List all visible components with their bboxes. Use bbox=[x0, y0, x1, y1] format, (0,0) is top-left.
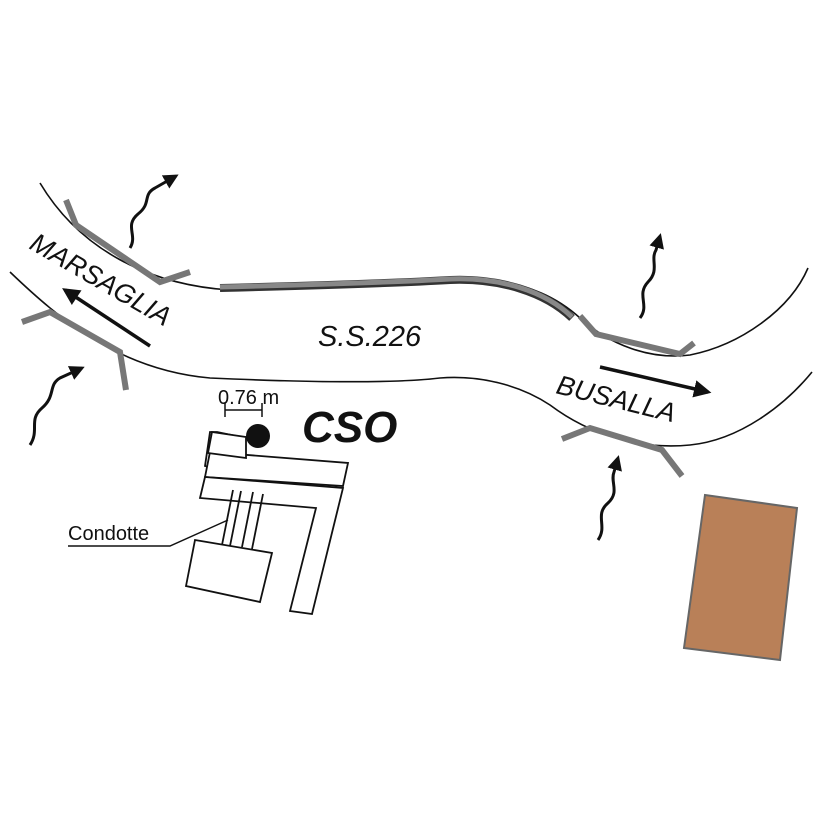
building-l-block bbox=[198, 476, 345, 616]
direction-arrow-left-icon bbox=[62, 288, 151, 348]
pipe-line bbox=[251, 493, 264, 550]
building-main-block bbox=[203, 451, 350, 487]
wall-lower-left bbox=[20, 308, 129, 391]
wall-upper-left bbox=[63, 198, 191, 286]
road-upper-edge bbox=[39, 182, 809, 357]
building-side-arm bbox=[206, 430, 247, 460]
pipe-line bbox=[229, 490, 242, 547]
pipes-label: Condotte bbox=[68, 523, 149, 545]
house-block bbox=[682, 493, 799, 662]
wavy-arrow-icon bbox=[596, 455, 622, 541]
wavy-arrow-icon bbox=[638, 233, 664, 319]
building-lower-block bbox=[184, 538, 274, 604]
wall-lower-right bbox=[560, 424, 685, 478]
road-retaining-wall-top-inner bbox=[219, 276, 574, 319]
pipe-line bbox=[241, 491, 254, 548]
road-lower-edge bbox=[9, 271, 813, 447]
road-label: S.S.226 bbox=[318, 321, 422, 353]
direction-arrow-right-icon bbox=[599, 365, 712, 398]
cso-label: CSO bbox=[302, 403, 397, 452]
wavy-arrow-icon bbox=[128, 174, 179, 249]
pipes-leader-line bbox=[68, 519, 229, 547]
cso-point-icon bbox=[246, 424, 270, 448]
pipe-line bbox=[221, 489, 234, 546]
distance-label: 0.76 m bbox=[218, 387, 279, 409]
wall-upper-right bbox=[577, 314, 696, 358]
wavy-arrow-icon bbox=[28, 366, 85, 446]
